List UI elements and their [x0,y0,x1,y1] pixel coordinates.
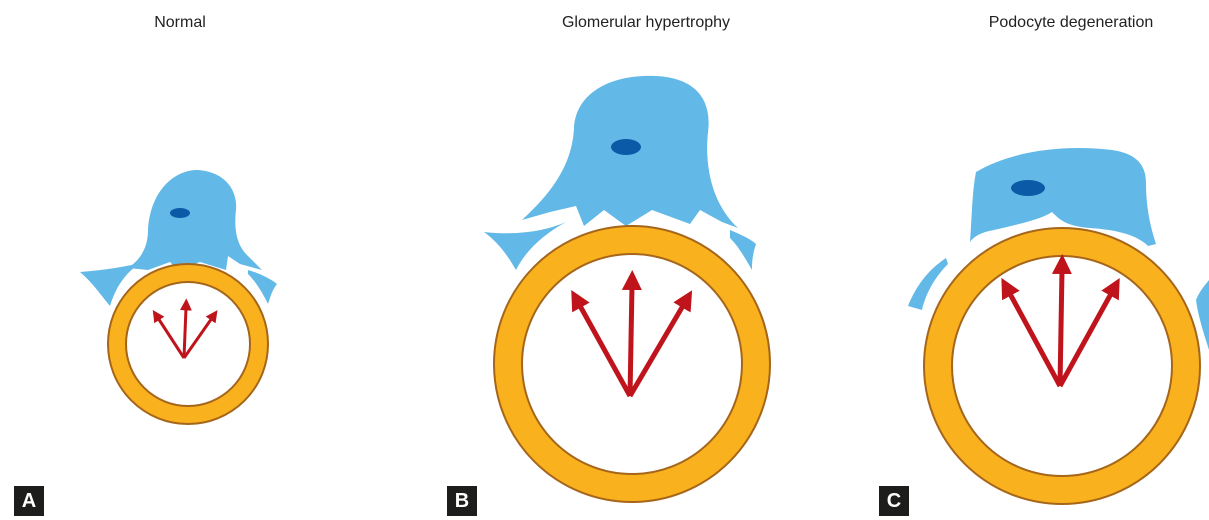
panel-c-nucleus [1011,180,1045,196]
panel-b-foot-right [730,230,756,270]
panel-c-label: C [879,486,909,516]
panel-b-arrow-center [630,286,632,396]
panel-c-diagram [908,148,1209,490]
panel-a-label: A [14,486,44,516]
panel-b-diagram [484,76,756,488]
panel-a-arrow-center [184,308,186,358]
panel-b-nucleus [611,139,641,155]
panel-a-diagram [80,170,277,415]
panel-a-nucleus [170,208,190,218]
panel-b-label: B [447,486,477,516]
panel-a-podocyte [128,170,262,270]
panel-c-arrow-center [1060,270,1062,386]
